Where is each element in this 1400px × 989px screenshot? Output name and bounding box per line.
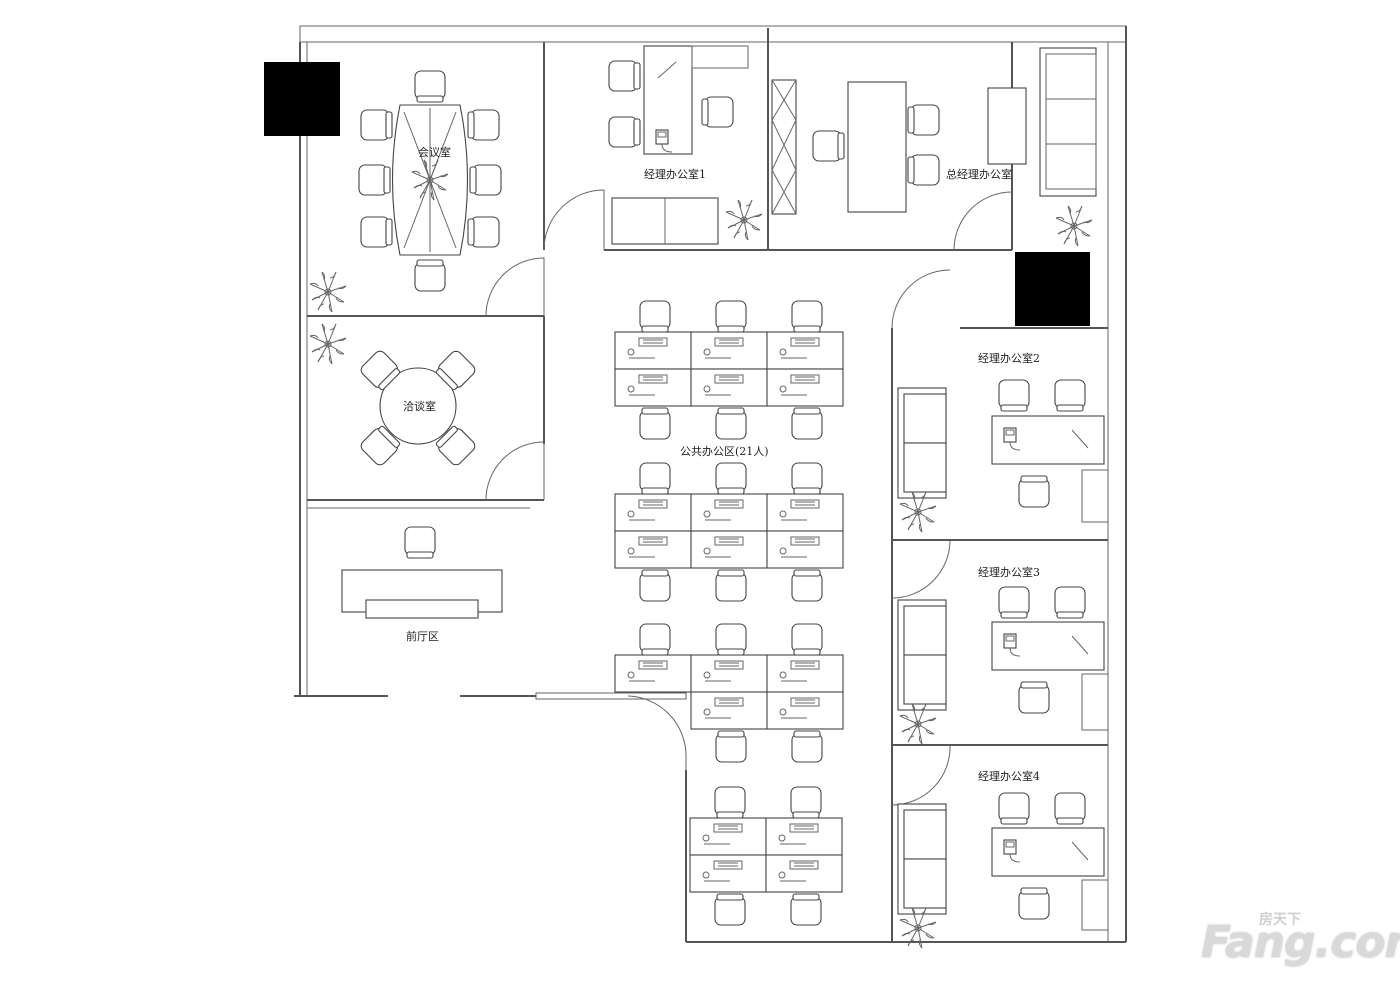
manager-office-4 [897,792,1109,949]
negotiation-room [309,323,478,468]
fang-watermark-logo: 房天下 Fang.com [1201,909,1400,975]
label-manager-office-3: 经理办公室3 [978,565,1040,579]
manager-office-1 [608,45,763,245]
label-open-office: 公共办公区(21人) [680,445,769,458]
label-meeting-room: 会议室 [418,145,451,159]
label-negotiation-room: 洽谈室 [403,399,436,413]
structural-column-nw [264,62,340,136]
watermark-brand: Fang.com [1201,917,1400,968]
interior-walls [307,28,1108,942]
outer-walls [294,25,1127,943]
meeting-room [309,70,502,313]
manager-office-2 [897,379,1109,533]
label-gm-office: 总经理办公室 [946,167,1012,181]
label-manager-office-2: 经理办公室2 [978,351,1040,365]
open-office-workstations [614,300,844,926]
label-manager-office-1: 经理办公室1 [644,167,706,181]
label-lobby: 前厅区 [406,629,439,643]
label-manager-office-4: 经理办公室4 [978,769,1040,783]
general-manager-office [771,47,1097,247]
watermark-sub: 房天下 [1259,912,1301,928]
manager-office-3 [897,586,1109,745]
structural-column-ne [1015,252,1090,326]
reception-area [341,526,503,619]
